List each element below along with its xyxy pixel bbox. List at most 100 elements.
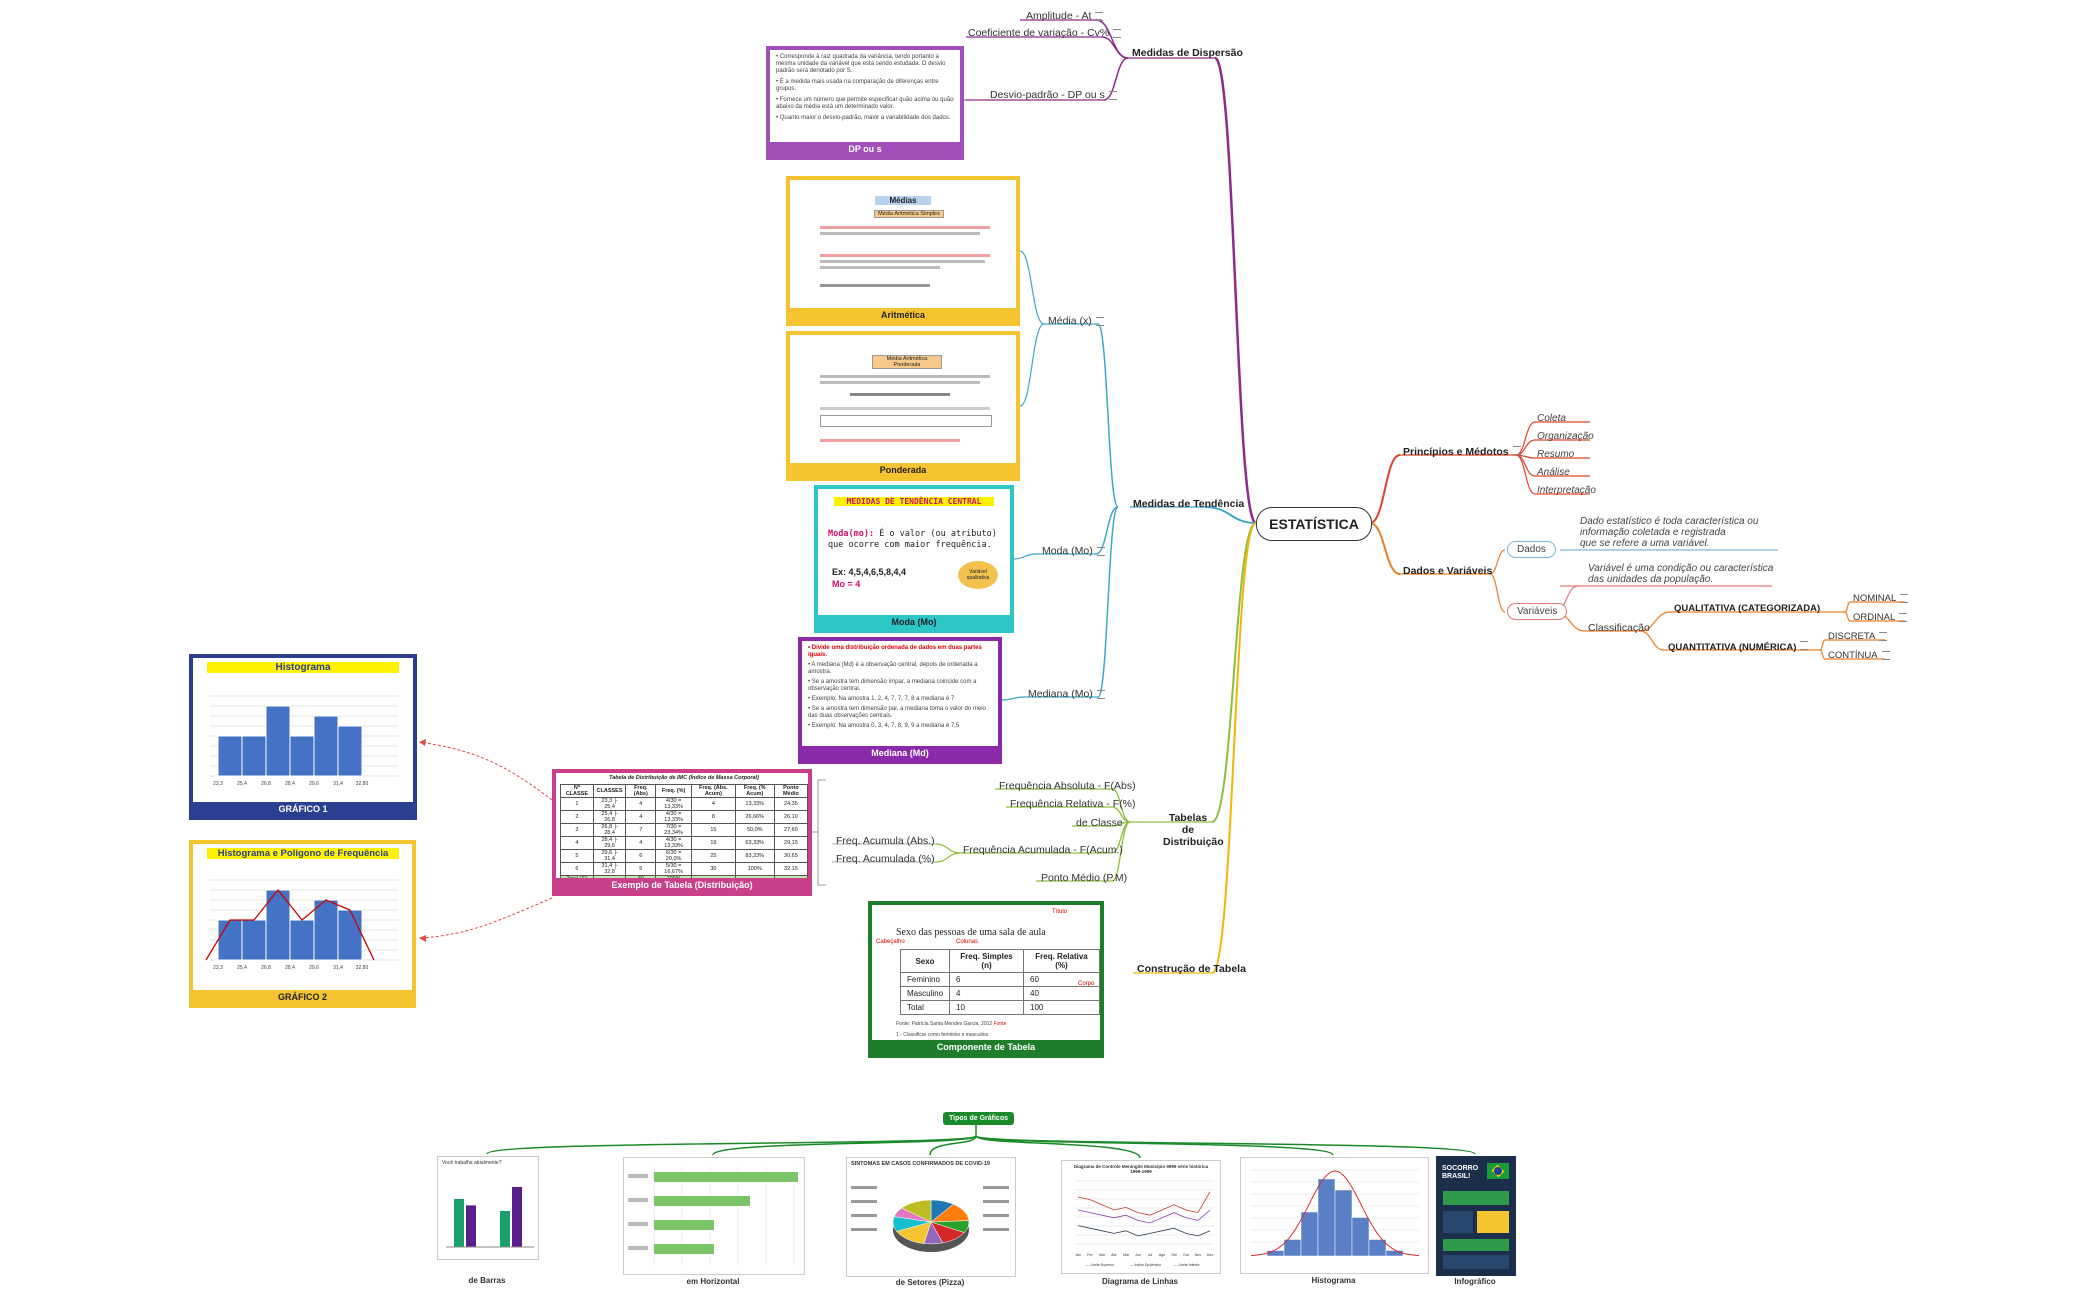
slice-label — [983, 1214, 1009, 1217]
text-line — [820, 226, 990, 229]
principio-interpretacao[interactable]: Interpretação — [1537, 485, 1596, 496]
mediana-bullet: • Se a amostra tem dimensão ímpar, a med… — [808, 679, 977, 692]
branch-dispersao[interactable]: Medidas de Dispersão — [1132, 47, 1243, 59]
node-continua[interactable]: CONTÍNUA — [1828, 650, 1890, 661]
node-amplitude[interactable]: Amplitude - At — [1026, 10, 1104, 22]
node-coeficiente[interactable]: Coeficiente de variação - Cv% — [968, 27, 1122, 39]
node-freq-absoluta[interactable]: Frequência Absoluta - F(Abs) — [999, 780, 1136, 792]
card-ponderada[interactable]: Média Aritmética Ponderada Ponderada — [786, 331, 1020, 481]
node-freq-acumulada[interactable]: Frequência Acumulada - F(Acum.) — [963, 844, 1123, 856]
connector — [1103, 57, 1129, 101]
node-classificacao[interactable]: Classificação — [1588, 622, 1650, 634]
branch-dados[interactable]: Dados e Variáveis — [1403, 565, 1493, 577]
table-cell: 32,15 — [773, 862, 809, 876]
tick-label: 28,4 — [285, 965, 295, 971]
slice-label — [983, 1228, 1009, 1231]
bar — [512, 1187, 522, 1247]
thumb-infografico[interactable]: SOCORRO BRASIL! — [1436, 1156, 1516, 1276]
text-line — [820, 407, 990, 410]
node-nominal[interactable]: NOMINAL — [1853, 593, 1909, 604]
connector — [1097, 323, 1119, 508]
principio-analise[interactable]: Análise — [1537, 467, 1570, 478]
card-mediana-text: • Divide uma distribuição ordenada de da… — [808, 645, 996, 733]
bar — [654, 1244, 714, 1254]
branch-construcao[interactable]: Construção de Tabela — [1137, 963, 1246, 975]
card-histograma-2[interactable]: Histograma e Polígono de Frequência 23,3… — [189, 840, 416, 1008]
thumb-histograma[interactable] — [1240, 1157, 1429, 1274]
card-tabela-distribuicao[interactable]: Tabela de Distribuição de IMC (Índice de… — [552, 769, 812, 896]
card-caption: Mediana (Md) — [802, 746, 998, 760]
branch-tendencia[interactable]: Medidas de Tendência — [1133, 498, 1245, 510]
connector — [1819, 639, 1826, 651]
card-caption: GRÁFICO 2 — [193, 990, 412, 1004]
branch-distribuicao[interactable]: Tabelas de Distribuição — [1163, 812, 1224, 848]
connector — [975, 1135, 1334, 1156]
principio-coleta[interactable]: Coleta — [1537, 413, 1566, 424]
node-quantitativa[interactable]: QUANTITATIVA (NUMÉRICA) — [1668, 641, 1809, 653]
node-moda[interactable]: Moda (Mo) — [1042, 545, 1105, 557]
construcao-nota: 1 - Classificar como feminino e masculin… — [896, 1032, 989, 1038]
table-cell: 4 — [625, 797, 657, 811]
line-series — [1077, 1225, 1211, 1237]
legend-label: — Índice Epidêmico — [1130, 1263, 1161, 1267]
card-desvio-padrao[interactable]: • Corresponde à raiz quadrada da variânc… — [766, 46, 964, 160]
note-icon — [1879, 631, 1888, 641]
thumb-pizza[interactable]: SINTOMAS EM CASOS CONFIRMADOS DE COVID-1… — [846, 1157, 1016, 1277]
node-de-classe[interactable]: de Classe — [1076, 817, 1123, 829]
node-dados[interactable]: Dados — [1507, 541, 1556, 558]
node-ponto-medio[interactable]: Ponto Médio (P.M) — [1041, 872, 1128, 884]
histograma-chart — [1250, 1169, 1420, 1257]
table-cell: 1 — [560, 797, 594, 811]
note-icon — [1096, 546, 1105, 556]
thumb-barras[interactable]: Você trabalha atualmente? — [437, 1156, 539, 1260]
histogram-bar — [1300, 1211, 1319, 1257]
node-mediana[interactable]: Mediana (Mo) — [1028, 688, 1105, 700]
principio-resumo[interactable]: Resumo — [1537, 449, 1575, 460]
formula-line — [850, 393, 950, 396]
node-tipos-graficos[interactable]: Tipos de Gráficos — [943, 1112, 1014, 1125]
node-freq-relativa[interactable]: Frequência Relativa - F(%) — [1010, 798, 1136, 810]
node-acum-abs[interactable]: Freq. Acumula (Abs.) — [836, 835, 935, 847]
thumb-horizontal[interactable] — [623, 1157, 805, 1275]
tick-label: 29,6 — [309, 965, 319, 971]
card-aritmetica[interactable]: Médias Média Aritmética Simples Aritméti… — [786, 176, 1020, 326]
node-desvio[interactable]: Desvio-padrão - DP ou s — [990, 89, 1117, 101]
table-cell: 50,0% — [734, 823, 775, 837]
node-acum-pct[interactable]: Freq. Acumulada (%) — [836, 853, 935, 865]
note-icon — [1899, 612, 1908, 622]
histogram-link-2 — [419, 897, 553, 939]
table-cell: 31,4 ├ 32,8 — [592, 862, 627, 876]
card-moda[interactable]: MEDIDAS DE TENDÊNCIA CENTRAL Moda(mo): É… — [814, 485, 1014, 633]
line-series — [1077, 1191, 1211, 1216]
root-node[interactable]: ESTATÍSTICA — [1256, 507, 1372, 541]
connector — [1111, 821, 1131, 882]
node-discreta[interactable]: DISCRETA — [1828, 631, 1888, 642]
histogram-bar — [1266, 1250, 1285, 1257]
histogram-bar — [217, 735, 243, 777]
frequency-polygon — [205, 888, 375, 961]
node-media[interactable]: Média (x) — [1048, 315, 1104, 327]
node-variaveis[interactable]: Variáveis — [1507, 603, 1568, 620]
card-mediana[interactable]: • Divide uma distribuição ordenada de da… — [798, 637, 1002, 764]
caption-histograma: Histograma — [1311, 1276, 1356, 1285]
node-ordinal[interactable]: ORDINAL — [1853, 612, 1908, 623]
table-cell: 4 — [625, 836, 657, 850]
dp-bullet: • É a medida mais usada na comparação de… — [776, 79, 939, 92]
card-desvio-text: • Corresponde à raiz quadrada da variânc… — [776, 54, 956, 126]
note-icon — [1096, 689, 1105, 699]
principio-organizacao[interactable]: Organização — [1537, 431, 1594, 442]
card-componente-tabela[interactable]: Sexo das pessoas de uma sala de aula Tít… — [868, 901, 1104, 1058]
dp-bullet: • Quanto maior o desvio-padrão, maior a … — [776, 115, 951, 121]
table-cell: 3 — [560, 823, 594, 837]
connector — [1013, 553, 1037, 560]
thumb-linhas[interactable]: Diagrama de Controle Meningite Município… — [1061, 1160, 1221, 1274]
tick-label: Ago — [1159, 1253, 1165, 1257]
histogram-bar — [1351, 1217, 1370, 1257]
node-qualitativa[interactable]: QUALITATIVA (CATEGORIZADA) — [1674, 603, 1821, 614]
caption-barras: de Barras — [468, 1276, 506, 1285]
branch-principios[interactable]: Princípios e Médotos — [1403, 446, 1521, 458]
